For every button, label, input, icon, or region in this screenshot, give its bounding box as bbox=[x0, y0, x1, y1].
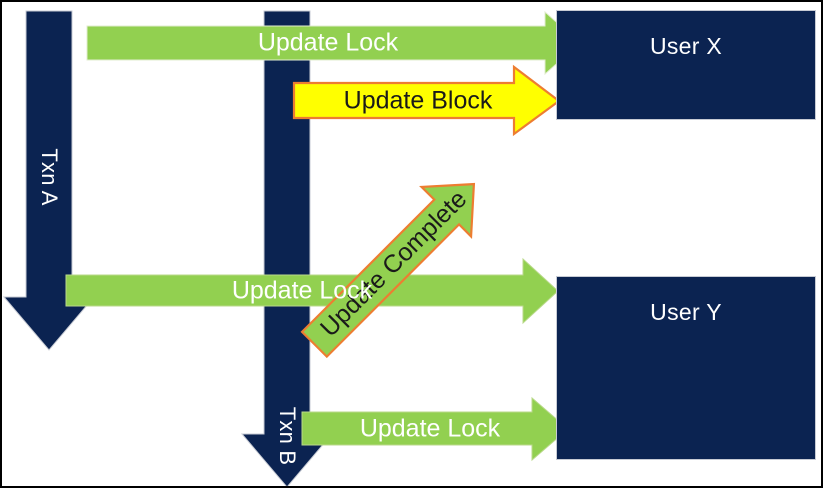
message-arrow-update-lock-2 bbox=[65, 257, 559, 325]
message-arrow-update-lock-3 bbox=[301, 396, 569, 462]
message-arrow-update-complete bbox=[300, 182, 476, 359]
lane-label-txn-a: Txn A bbox=[37, 148, 62, 206]
actor-label-user-x: User X bbox=[649, 33, 723, 59]
lane-txn-b-arrow bbox=[240, 10, 334, 486]
lane-txn-a-arrow bbox=[2, 10, 96, 351]
actor-label-user-y: User Y bbox=[650, 299, 722, 325]
actor-box-user-y[interactable]: User Y bbox=[557, 277, 815, 459]
lane-label-txn-b: Txn B bbox=[275, 406, 300, 466]
actor-box-user-x[interactable]: User X bbox=[557, 11, 815, 119]
message-arrow-update-block bbox=[292, 64, 561, 137]
message-arrow-update-lock-1 bbox=[86, 10, 581, 76]
